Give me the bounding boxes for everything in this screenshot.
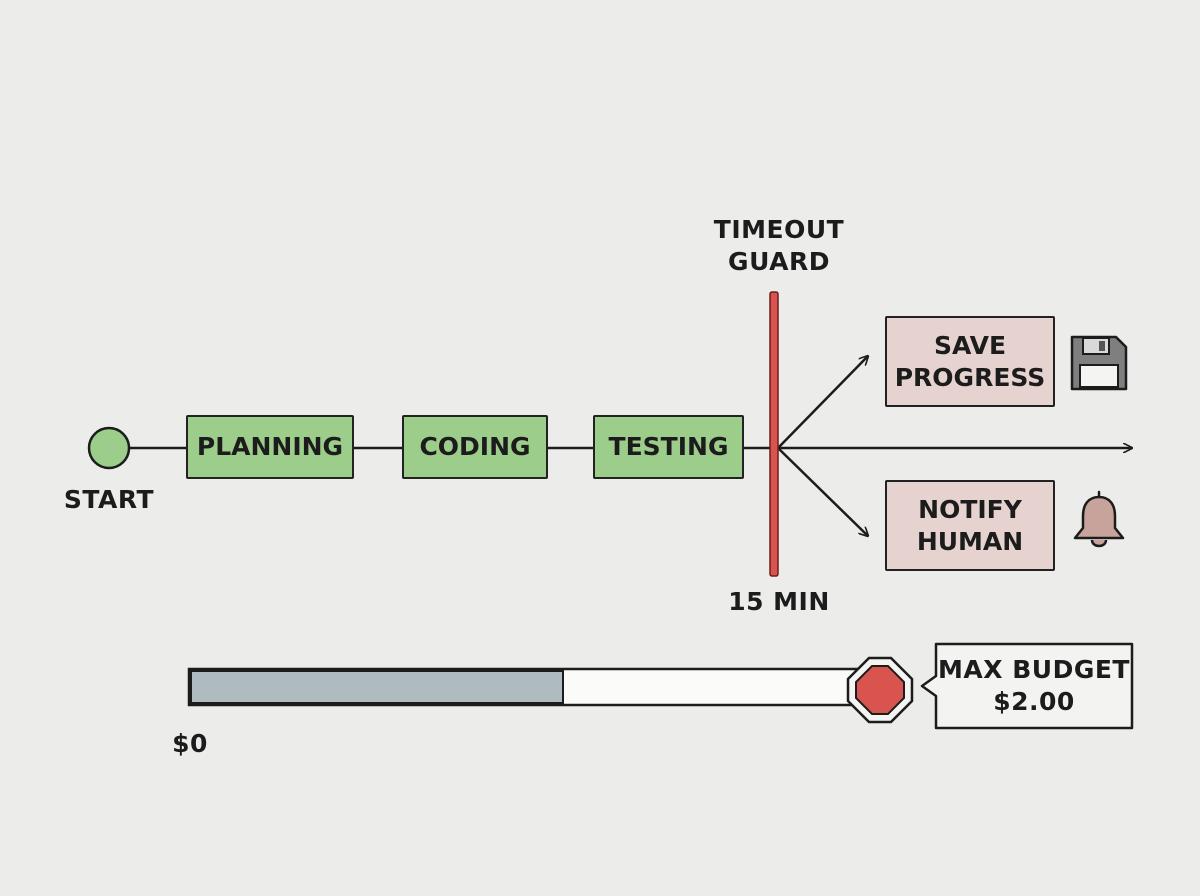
bell-icon bbox=[1073, 490, 1125, 548]
step-planning: PLANNING bbox=[186, 415, 354, 479]
notify-human-box: NOTIFY HUMAN bbox=[885, 480, 1055, 571]
budget-min-label: $0 bbox=[172, 729, 208, 758]
max-budget-callout bbox=[920, 642, 1134, 730]
notify-human-line1: NOTIFY bbox=[918, 494, 1022, 524]
stop-sign-icon bbox=[846, 656, 914, 724]
start-label: START bbox=[63, 485, 155, 514]
save-branch-arrow bbox=[777, 356, 868, 449]
step-planning-label: PLANNING bbox=[196, 432, 344, 461]
timeout-guard-title: TIMEOUT GUARD bbox=[700, 214, 858, 278]
notify-human-line2: HUMAN bbox=[916, 526, 1024, 556]
max-budget-line1: MAX BUDGET bbox=[938, 655, 1130, 684]
max-budget-line2: $2.00 bbox=[993, 687, 1075, 716]
save-progress-box: SAVE PROGRESS bbox=[885, 316, 1055, 407]
timeout-guard-title-line2: GUARD bbox=[728, 247, 830, 276]
budget-bar-fill bbox=[190, 670, 564, 704]
step-testing-label: TESTING bbox=[608, 432, 729, 461]
step-coding: CODING bbox=[402, 415, 548, 479]
step-coding-label: CODING bbox=[419, 432, 531, 461]
notify-branch-arrow bbox=[777, 447, 868, 536]
step-testing: TESTING bbox=[593, 415, 744, 479]
timeout-limit-label: 15 MIN bbox=[728, 587, 830, 616]
save-progress-line2: PROGRESS bbox=[894, 362, 1046, 392]
start-node-icon bbox=[87, 426, 131, 470]
timeout-guard-title-line1: TIMEOUT bbox=[713, 215, 845, 244]
timeout-guard-line bbox=[769, 291, 779, 577]
max-budget-label: MAX BUDGET $2.00 bbox=[936, 654, 1132, 718]
save-progress-line1: SAVE bbox=[933, 330, 1007, 360]
floppy-disk-icon bbox=[1070, 335, 1128, 391]
